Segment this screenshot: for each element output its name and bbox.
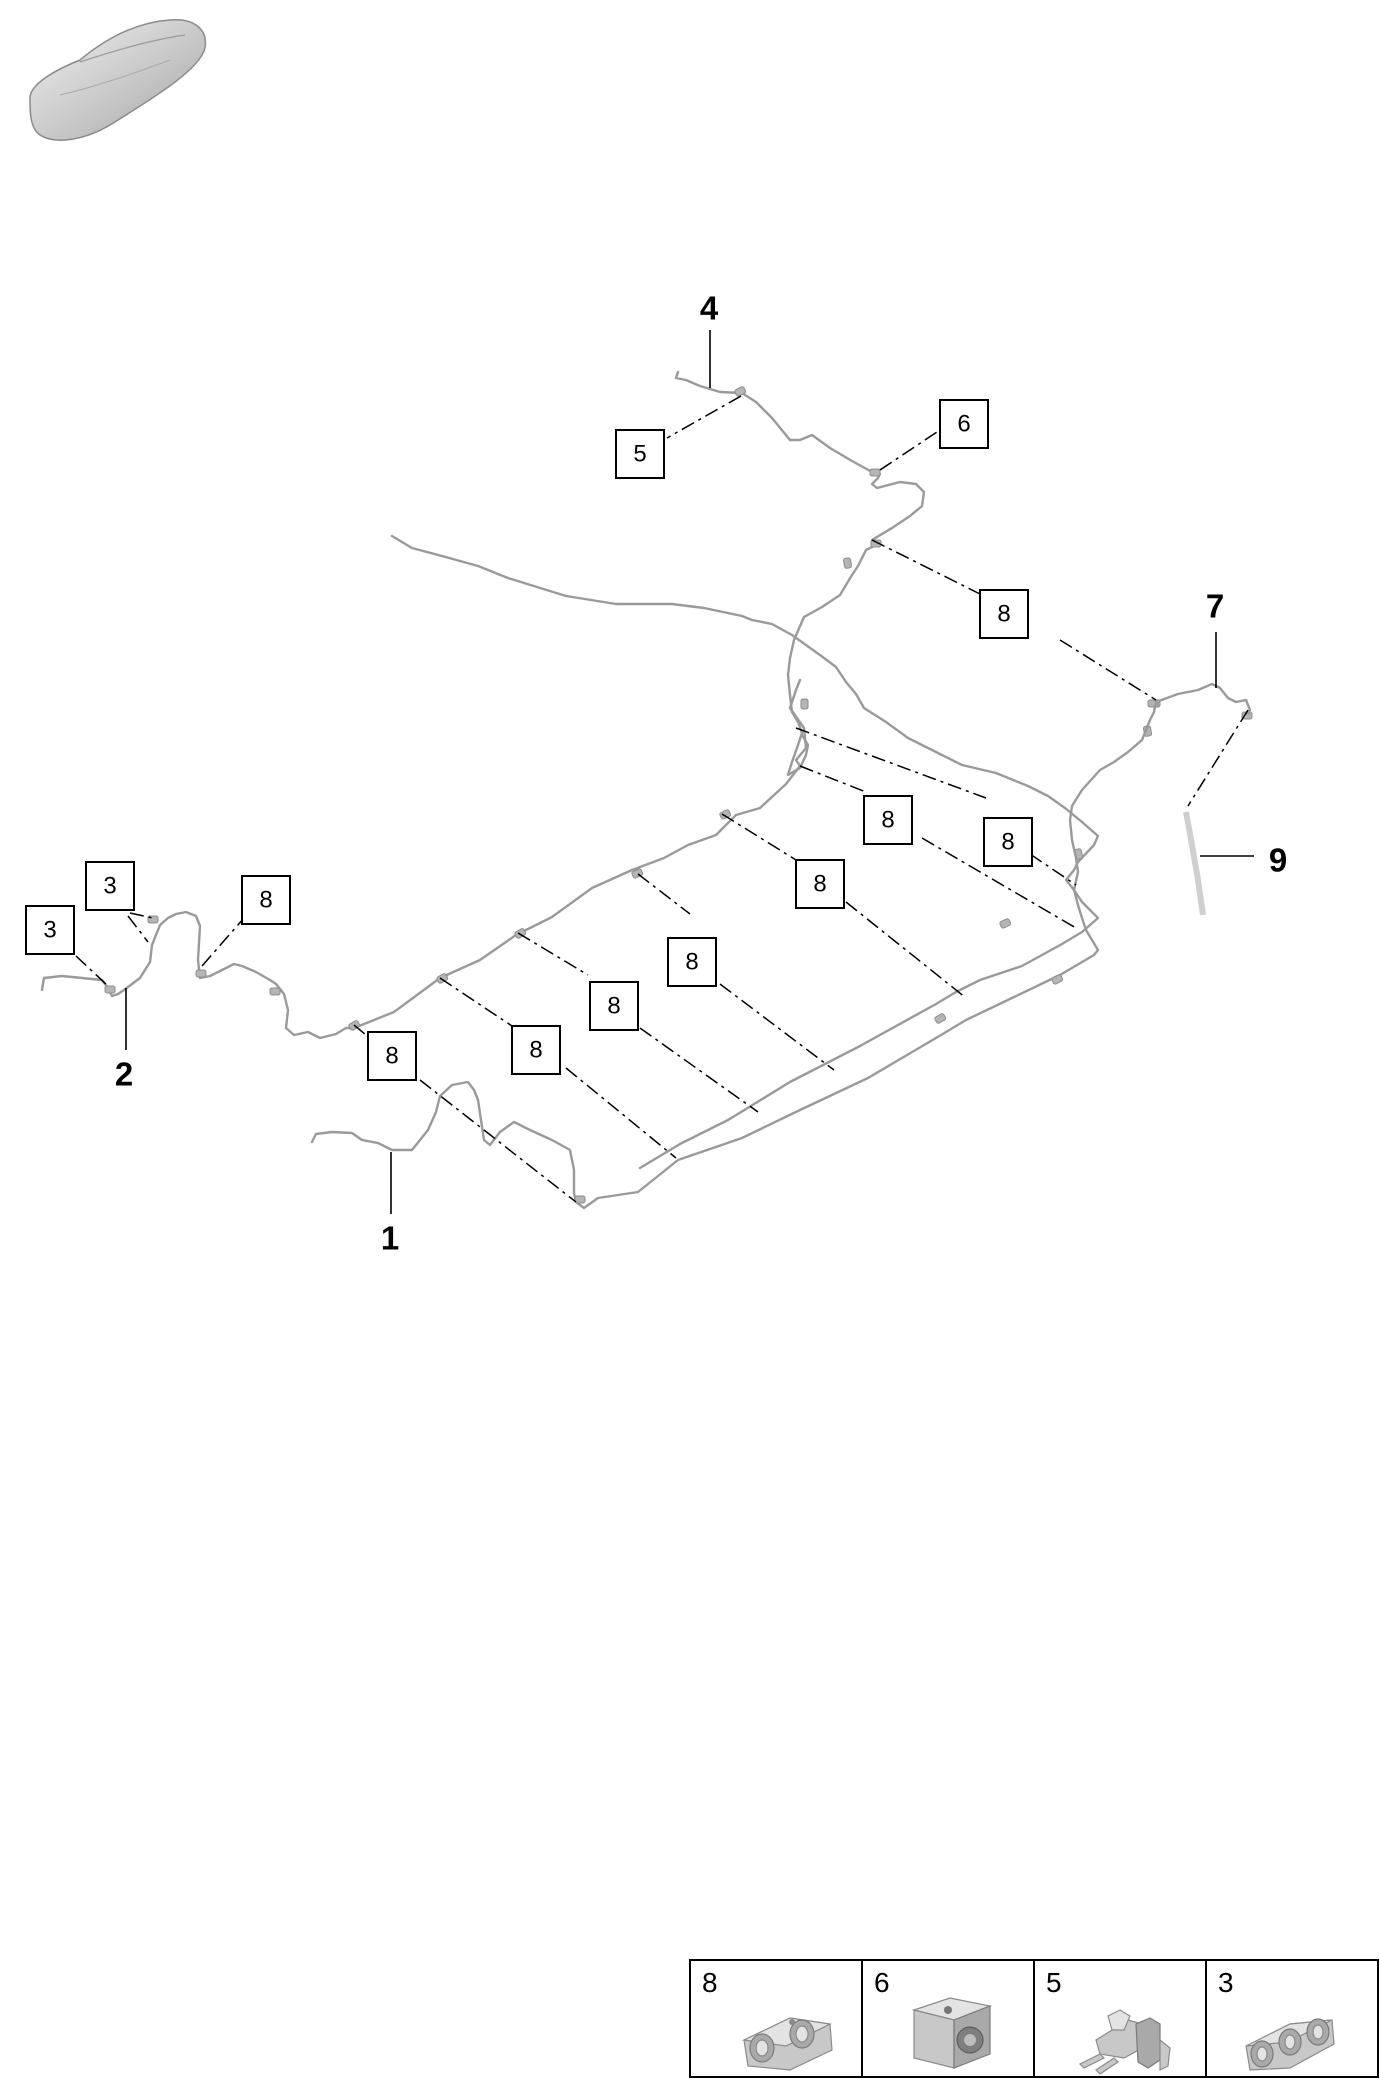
callout-8-label: 8	[607, 993, 620, 1020]
callout-3-label: 3	[103, 873, 116, 900]
callout-6: 6	[939, 399, 989, 449]
callout-5-label: 5	[633, 441, 646, 468]
part-label-2: 2	[115, 1056, 133, 1093]
callout-8-label: 8	[813, 871, 826, 898]
part-label-4: 4	[700, 290, 719, 327]
mounting-bracket-clip-icon	[1078, 2009, 1171, 2075]
part-label-7: 7	[1206, 588, 1224, 625]
callout-8-mid-d: 8	[667, 937, 717, 987]
callout-8-label: 8	[881, 807, 894, 834]
brake-line-1-upper-bar	[788, 678, 808, 768]
legend-number-8: 8	[702, 1967, 718, 1998]
callout-8-lower-left: 8	[367, 1031, 417, 1081]
part-label-9: 9	[1269, 842, 1287, 879]
vehicle-thumbnail-icon	[29, 19, 207, 141]
brake-line-2	[40, 910, 356, 1040]
brake-line-7	[638, 682, 1252, 1170]
callout-8-mid-e: 8	[589, 981, 639, 1031]
single-pipe-clip-icon	[911, 1997, 993, 2069]
callout-8-mid-b: 8	[983, 817, 1033, 867]
legend-number-6: 6	[874, 1967, 890, 1998]
callout-8-mid-a: 8	[863, 795, 913, 845]
callout-3-a: 3	[85, 861, 135, 911]
callout-8-mid-f: 8	[511, 1025, 561, 1075]
brake-line-4	[674, 370, 926, 777]
callout-5: 5	[615, 429, 665, 479]
callout-dash-lines	[75, 395, 1249, 1203]
callout-8-label: 8	[385, 1043, 398, 1070]
part-label-1: 1	[381, 1220, 399, 1257]
callout-3-b: 3	[25, 905, 75, 955]
callout-8-label: 8	[529, 1037, 542, 1064]
callout-8-mid-c: 8	[795, 859, 845, 909]
callout-8-label: 8	[1001, 829, 1014, 856]
callout-3-label: 3	[43, 917, 56, 944]
callout-6-label: 6	[957, 411, 970, 438]
triple-pipe-clip-icon	[1245, 2018, 1335, 2071]
callout-8-label: 8	[997, 601, 1010, 628]
callout-8-label: 8	[685, 949, 698, 976]
parts-legend-table: 8 6 5 3	[689, 1959, 1379, 2078]
brake-line-1	[310, 534, 1100, 1210]
callout-8-label: 8	[259, 887, 272, 914]
legend-number-3: 3	[1218, 1967, 1234, 1998]
part-leader-lines	[125, 330, 1254, 1214]
brake-hose-9	[1183, 811, 1206, 916]
double-pipe-clip-icon	[741, 2017, 833, 2071]
brake-line-1-crossbar	[352, 764, 802, 1030]
legend-number-5: 5	[1046, 1967, 1062, 1998]
callout-8-left: 8	[241, 875, 291, 925]
callout-8-top: 8	[979, 589, 1029, 639]
